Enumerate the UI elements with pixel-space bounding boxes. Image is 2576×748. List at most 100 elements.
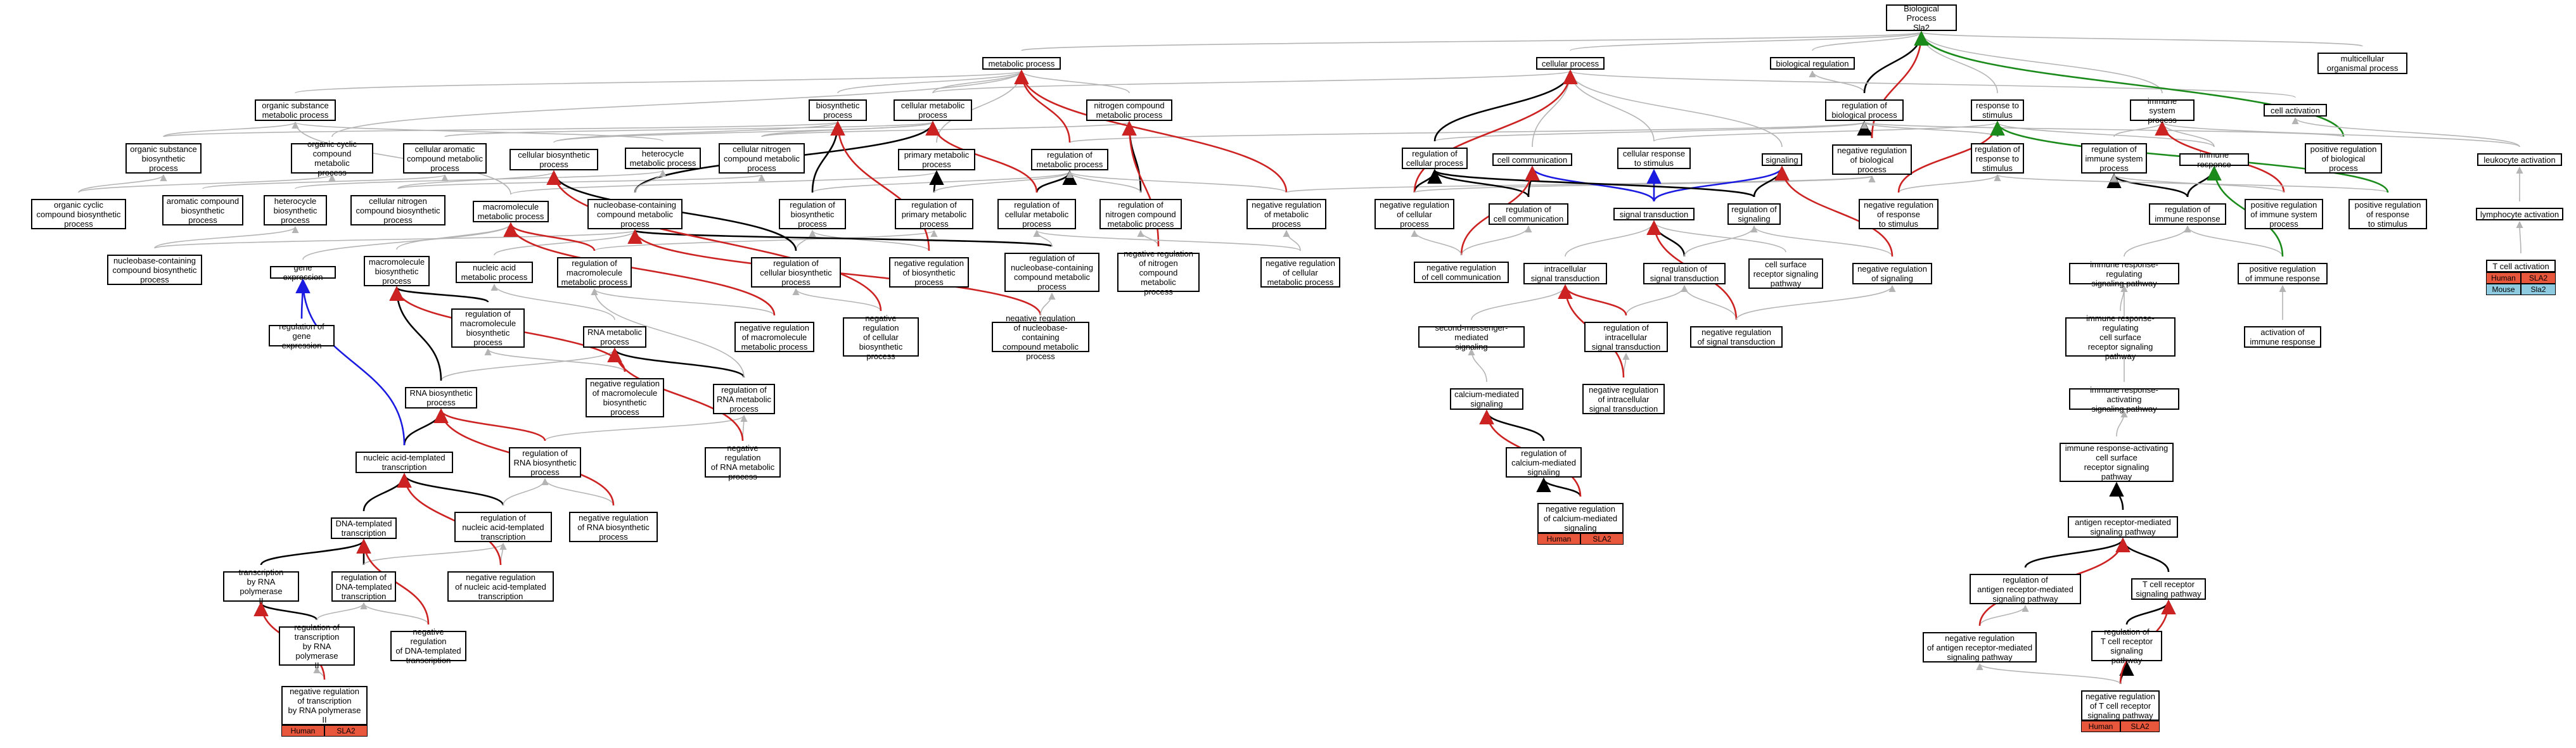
go-term-nucleobase-containing-compound-metabolic-process[interactable]: nucleobase-containing compound metabolic… [587,199,682,229]
go-term-cell-activation[interactable]: cell activation [2264,104,2327,117]
go-term-regulation-of-immune-response[interactable]: regulation of immune response [2149,203,2226,225]
go-term-cellular-response-to-stimulus[interactable]: cellular response to stimulus [1617,148,1691,169]
go-term-regulation-of-dna-templated-transcription[interactable]: regulation of DNA-templated transcriptio… [331,571,396,602]
go-term-regulation-of-macromolecule-metabolic-process[interactable]: regulation of macromolecule metabolic pr… [557,257,632,288]
go-term-regulation-of-signaling[interactable]: regulation of signaling [1727,203,1781,225]
go-term-metabolic-process[interactable]: metabolic process [982,57,1061,70]
go-term-activation-of-immune-response[interactable]: activation of immune response [2244,326,2321,348]
go-term-organic-cyclic-compound-metabolic-process[interactable]: organic cyclic compound metabolic proces… [291,139,373,177]
go-term-immune-system-process[interactable]: immune system process [2130,96,2195,125]
go-term-cellular-biosynthetic-process[interactable]: cellular biosynthetic process [509,149,598,170]
go-term-negative-regulation-of-nucleic-acid-templated-transcription[interactable]: negative regulation of nucleic acid-temp… [447,571,554,602]
go-term-immune-response[interactable]: immune response [2179,150,2249,169]
go-term-regulation-of-cellular-process[interactable]: regulation of cellular process [1402,148,1468,169]
go-term-signal-transduction[interactable]: signal transduction [1613,208,1695,220]
go-term-regulation-of-cell-communication[interactable]: regulation of cell communication [1489,203,1568,225]
go-term-macromolecule-biosynthetic-process[interactable]: macromolecule biosynthetic process [364,256,430,286]
go-term-macromolecule-metabolic-process[interactable]: macromolecule metabolic process [473,201,549,222]
go-term-leukocyte-activation[interactable]: leukocyte activation [2477,153,2562,166]
go-term-organic-cyclic-compound-biosynthetic-process[interactable]: organic cyclic compound biosynthetic pro… [31,199,126,229]
go-term-regulation-of-nitrogen-compound-metabolic-process[interactable]: regulation of nitrogen compound metaboli… [1099,199,1182,229]
go-term-negative-regulation-of-response-to-stimulus[interactable]: negative regulation of response to stimu… [1859,199,1938,229]
go-term-nitrogen-compound-metabolic-process[interactable]: nitrogen compound metabolic process [1086,99,1172,121]
go-term-regulation-of-calcium-mediated-signaling[interactable]: regulation of calcium-mediated signaling [1506,447,1582,478]
go-term-immune-response-activating-signaling-pathway[interactable]: immune response-activating signaling pat… [2069,385,2179,414]
go-term-cellular-aromatic-compound-metabolic-process[interactable]: cellular aromatic compound metabolic pro… [403,143,487,174]
go-term-cellular-nitrogen-compound-biosynthetic-process[interactable]: cellular nitrogen compound biosynthetic … [350,195,445,225]
go-term-regulation-of-nucleic-acid-templated-transcription[interactable]: regulation of nucleic acid-templated tra… [454,512,552,542]
go-term-regulation-of-signal-transduction[interactable]: regulation of signal transduction [1643,263,1726,284]
go-term-regulation-of-gene-expression[interactable]: regulation of gene expression [269,322,335,350]
go-term-gene-expression[interactable]: gene expression [270,263,336,282]
go-term-regulation-of-macromolecule-biosynthetic-process[interactable]: regulation of macromolecule biosynthetic… [451,308,525,348]
go-term-organic-substance-metabolic-process[interactable]: organic substance metabolic process [255,99,336,121]
go-term-biological-regulation[interactable]: biological regulation [1770,57,1855,70]
go-term-immune-response-regulating-cell-surface-receptor-signaling-pathway[interactable]: immune response-regulating cell surface … [2065,314,2176,361]
go-term-negative-regulation-of-rna-biosynthetic-process[interactable]: negative regulation of RNA biosynthetic … [569,512,658,542]
go-term-heterocycle-biosynthetic-process[interactable]: heterocycle biosynthetic process [264,195,327,225]
go-term-regulation-of-immune-system-process[interactable]: regulation of immune system process [2081,143,2147,174]
go-term-negative-regulation-of-macromolecule-metabolic-process[interactable]: negative regulation of macromolecule met… [734,322,814,352]
go-term-regulation-of-nucleobase-containing-compound-metabolic-process[interactable]: regulation of nucleobase-containing comp… [1004,253,1099,292]
go-term-negative-regulation-of-calcium-mediated-signaling[interactable]: negative regulation of calcium-mediated … [1537,503,1624,533]
go-term-negative-regulation-of-cell-communication[interactable]: negative regulation of cell communicatio… [1414,262,1509,283]
go-term-second-messenger-mediated-signaling[interactable]: second-messenger-mediated signaling [1418,323,1525,352]
go-term-rna-biosynthetic-process[interactable]: RNA biosynthetic process [405,387,477,409]
go-term-nucleobase-containing-compound-biosynthetic-process[interactable]: nucleobase-containing compound biosynthe… [107,255,202,285]
go-term-multicellular-organismal-process[interactable]: multicellular organismal process [2317,53,2407,74]
go-term-negative-regulation-of-dna-templated-transcription[interactable]: negative regulation of DNA-templated tra… [390,627,466,665]
go-term-regulation-of-t-cell-receptor-signaling-pathway[interactable]: regulation of T cell receptor signaling … [2091,627,2162,665]
go-term-antigen-receptor-mediated-signaling-pathway[interactable]: antigen receptor-mediated signaling path… [2068,516,2178,538]
go-term-regulation-of-primary-metabolic-process[interactable]: regulation of primary metabolic process [895,199,973,229]
go-term-negative-regulation-of-signaling[interactable]: negative regulation of signaling [1852,263,1932,284]
go-term-biosynthetic-process[interactable]: biosynthetic process [809,99,867,121]
go-term-nucleic-acid-metabolic-process[interactable]: nucleic acid metabolic process [456,262,533,283]
go-term-negative-regulation-of-intracellular-signal-transduction[interactable]: negative regulation of intracellular sig… [1582,384,1665,414]
go-term-negative-regulation-of-signal-transduction[interactable]: negative regulation of signal transducti… [1690,326,1783,348]
go-term-negative-regulation-of-nitrogen-compound-metabolic-process[interactable]: negative regulation of nitrogen compound… [1117,249,1200,296]
go-term-cellular-nitrogen-compound-metabolic-process[interactable]: cellular nitrogen compound metabolic pro… [719,143,805,174]
go-term-regulation-of-metabolic-process[interactable]: regulation of metabolic process [1031,149,1108,170]
go-term-t-cell-receptor-signaling-pathway[interactable]: T cell receptor signaling pathway [2131,578,2206,600]
go-term-negative-regulation-of-macromolecule-biosynthetic-process[interactable]: negative regulation of macromolecule bio… [586,378,664,417]
go-term-negative-regulation-of-cellular-process[interactable]: negative regulation of cellular process [1375,199,1454,229]
go-term-regulation-of-transcription-by-rna-polymerase-ii[interactable]: regulation of transcription by RNA polym… [279,623,355,670]
go-term-intracellular-signal-transduction[interactable]: intracellular signal transduction [1523,263,1607,284]
go-term-cell-communication[interactable]: cell communication [1492,153,1572,166]
go-term-lymphocyte-activation[interactable]: lymphocyte activation [2476,208,2563,220]
go-term-negative-regulation-of-antigen-receptor-mediated-signaling-pathway[interactable]: negative regulation of antigen receptor-… [1923,632,2037,662]
go-term-rna-metabolic-process[interactable]: RNA metabolic process [583,326,646,348]
go-term-cellular-metabolic-process[interactable]: cellular metabolic process [894,99,972,121]
go-term-negative-regulation-of-transcription-by-rna-polymerase-ii[interactable]: negative regulation of transcription by … [281,686,368,725]
go-term-positive-regulation-of-response-to-stimulus[interactable]: positive regulation of response to stimu… [2349,199,2427,229]
go-term-positive-regulation-of-biological-process[interactable]: positive regulation of biological proces… [2305,143,2382,174]
go-term-signaling[interactable]: signaling [1762,153,1802,166]
go-term-negative-regulation-of-biological-process[interactable]: negative regulation of biological proces… [1832,144,1912,175]
go-term-primary-metabolic-process[interactable]: primary metabolic process [898,149,975,170]
go-term-cellular-process[interactable]: cellular process [1536,57,1605,70]
go-term-regulation-of-intracellular-signal-transduction[interactable]: regulation of intracellular signal trans… [1584,322,1668,352]
go-term-negative-regulation-of-biosynthetic-process[interactable]: negative regulation of biosynthetic proc… [889,257,969,288]
go-term-regulation-of-rna-biosynthetic-process[interactable]: regulation of RNA biosynthetic process [509,447,581,478]
go-term-negative-regulation-of-metabolic-process[interactable]: negative regulation of metabolic process [1246,199,1326,229]
go-term-negative-regulation-of-rna-metabolic-process[interactable]: negative regulation of RNA metabolic pro… [705,443,781,481]
go-term-organic-substance-biosynthetic-process[interactable]: organic substance biosynthetic process [125,143,202,174]
go-term-negative-regulation-of-t-cell-receptor-signaling-pathway[interactable]: negative regulation of T cell receptor s… [2081,690,2160,721]
go-term-regulation-of-cellular-biosynthetic-process[interactable]: regulation of cellular biosynthetic proc… [751,257,841,288]
go-term-immune-response-regulating-signaling-pathway[interactable]: immune response-regulating signaling pat… [2069,260,2179,288]
go-term-dna-templated-transcription[interactable]: DNA-templated transcription [331,517,397,539]
go-term-t-cell-activation[interactable]: T cell activation [2486,260,2556,272]
go-term-cell-surface-receptor-signaling-pathway[interactable]: cell surface receptor signaling pathway [1748,258,1823,289]
go-term-regulation-of-antigen-receptor-mediated-signaling-pathway[interactable]: regulation of antigen receptor-mediated … [1970,574,2081,604]
go-term-negative-regulation-of-nucleobase-containing-compound-metabolic-process[interactable]: negative regulation of nucleobase-contai… [992,314,1089,361]
go-term-transcription-by-rna-polymerase-ii[interactable]: transcription by RNA polymerase II [223,567,299,605]
go-term-aromatic-compound-biosynthetic-process[interactable]: aromatic compound biosynthetic process [162,195,243,225]
go-term-bp[interactable]: Biological Process Sla2 [1886,4,1957,32]
go-term-regulation-of-response-to-stimulus[interactable]: regulation of response to stimulus [1971,143,2024,174]
go-term-regulation-of-biological-process[interactable]: regulation of biological process [1825,99,1904,121]
go-term-nucleic-acid-templated-transcription[interactable]: nucleic acid-templated transcription [356,452,453,473]
go-term-regulation-of-rna-metabolic-process[interactable]: regulation of RNA metabolic process [713,384,775,414]
go-term-negative-regulation-of-cellular-biosynthetic-process[interactable]: negative regulation of cellular biosynth… [843,314,919,361]
go-term-response-to-stimulus[interactable]: response to stimulus [1971,99,2024,121]
go-term-regulation-of-biosynthetic-process[interactable]: regulation of biosynthetic process [779,199,846,229]
